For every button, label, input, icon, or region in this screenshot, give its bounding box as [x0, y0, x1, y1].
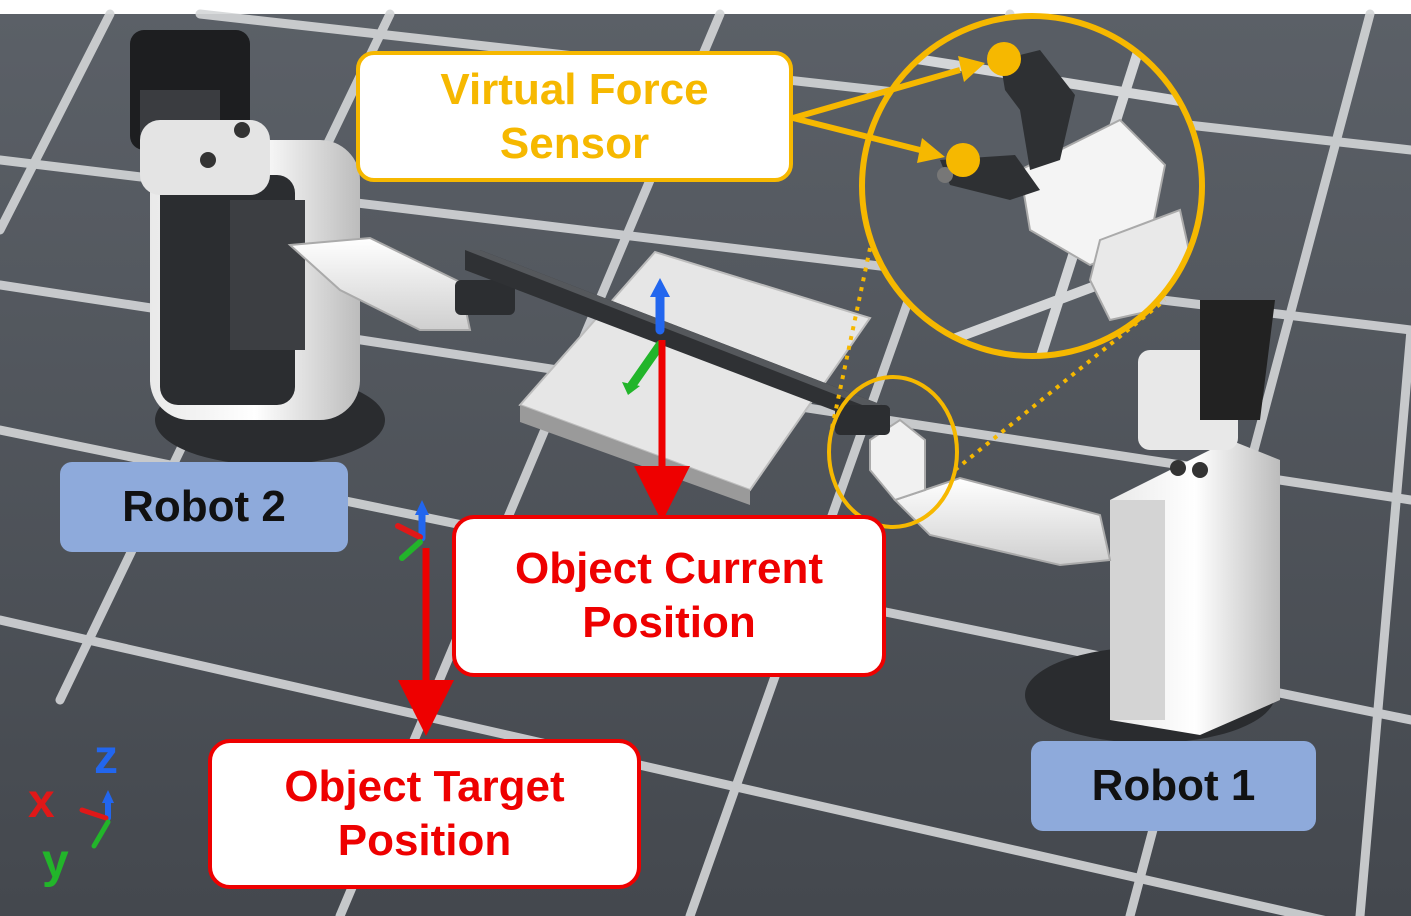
object-bar-top — [465, 250, 890, 410]
virtual-force-sensor-line-1: Virtual Force — [440, 64, 709, 114]
robot-1-model — [835, 300, 1280, 743]
axis-y-letter: y — [42, 835, 69, 888]
object-current-position-line-2: Position — [582, 598, 756, 647]
robot-1-label: Robot 1 — [1031, 741, 1316, 831]
axis-x-letter: x — [28, 775, 55, 828]
object-current-position-label: Object Current Position — [452, 515, 886, 677]
object-bar — [465, 250, 890, 428]
virtual-force-sensor-line-2: Sensor — [499, 118, 650, 168]
robot-2-model — [130, 30, 515, 465]
object-target-position-line-2: Position — [337, 816, 512, 865]
target-position-frame — [395, 500, 429, 561]
current-position-frame — [622, 278, 670, 395]
virtual-force-sensor-label: Virtual Force Sensor — [356, 51, 793, 182]
sensor-point-1 — [987, 42, 1021, 76]
sensor-arrows — [792, 56, 985, 163]
object-target-position-line-1: Object Target — [284, 762, 565, 812]
axis-z-letter: z — [94, 731, 118, 784]
object-plate-edge — [520, 405, 750, 505]
object-current-position-line-1: Object Current — [514, 544, 824, 594]
robot-1-label-text: Robot 1 — [1091, 761, 1256, 811]
sensor-point-2 — [946, 143, 980, 177]
gripper-highlight-circle — [827, 375, 959, 529]
axes-legend-glyph — [79, 790, 114, 849]
top-margin — [0, 0, 1411, 14]
gripper-zoom-inset — [859, 13, 1205, 359]
robot-2-label: Robot 2 — [60, 462, 348, 552]
robot-2-label-text: Robot 2 — [122, 482, 286, 532]
object-target-position-label: Object Target Position — [208, 739, 641, 889]
